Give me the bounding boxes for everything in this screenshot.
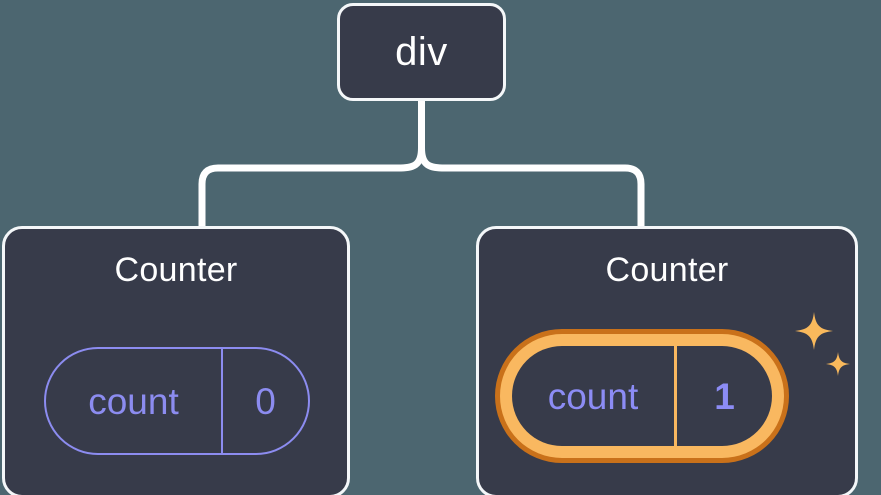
connector-to-left-child <box>198 144 425 230</box>
state-pill-highlight-inner-ring: count 1 <box>500 334 784 458</box>
state-key-left: count <box>46 349 223 453</box>
counter-right-title: Counter <box>605 251 729 289</box>
state-badge-right[interactable]: count 1 <box>495 329 789 463</box>
state-pill-left: count 0 <box>44 347 310 455</box>
counter-left-title: Counter <box>114 251 238 289</box>
state-pill-right: count 1 <box>512 346 772 446</box>
node-counter-left[interactable]: Counter count 0 <box>2 226 350 495</box>
state-value-left: 0 <box>255 380 276 422</box>
node-root-div[interactable]: div <box>337 3 506 101</box>
state-value-right: 1 <box>714 375 735 417</box>
state-pill-highlight-ring: count 1 <box>495 329 789 463</box>
root-node-label: div <box>395 30 448 74</box>
state-key-right: count <box>512 346 677 446</box>
node-counter-right[interactable]: Counter count 1 <box>476 226 858 495</box>
state-badge-left[interactable]: count 0 <box>44 347 310 455</box>
connector-to-right-child <box>418 144 645 230</box>
